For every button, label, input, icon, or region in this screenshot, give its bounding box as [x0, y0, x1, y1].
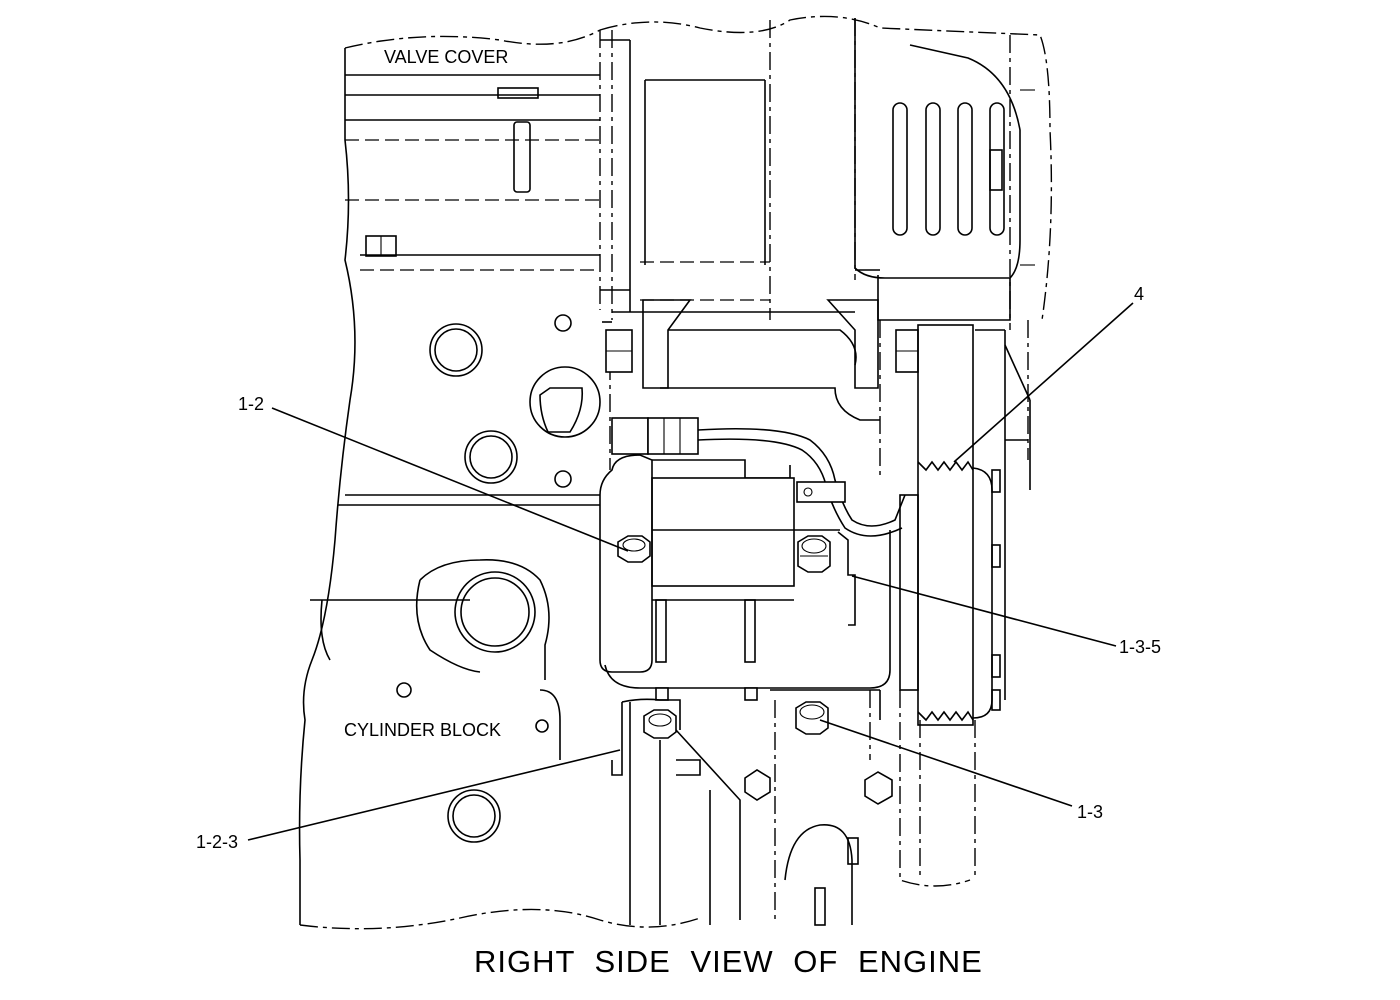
callout-1-2-3: 1-2-3 [196, 832, 238, 852]
leader-1-3 [819, 719, 1073, 807]
cylinder-block-outline [298, 29, 701, 930]
diagram-title: RIGHT SIDE VIEW OF ENGINE [474, 944, 983, 979]
leader-lines [247, 302, 1134, 841]
leader-4 [953, 302, 1134, 463]
leader-1-2-3 [247, 749, 621, 841]
callout-4: 4 [1134, 284, 1144, 304]
callout-1-2: 1-2 [238, 394, 264, 414]
solenoid-assembly [599, 417, 906, 926]
belt-and-pulley [899, 324, 1031, 726]
leader-1-2 [271, 407, 629, 552]
callout-1-3-5: 1-3-5 [1119, 637, 1161, 657]
leader-1-3-5 [851, 575, 1117, 647]
valve-cover-label: VALVE COVER [384, 47, 508, 67]
cylinder-block-label: CYLINDER BLOCK [344, 720, 501, 740]
callout-1-3: 1-3 [1077, 802, 1103, 822]
bracket-feet [602, 269, 919, 421]
fan-guard [854, 18, 1035, 321]
